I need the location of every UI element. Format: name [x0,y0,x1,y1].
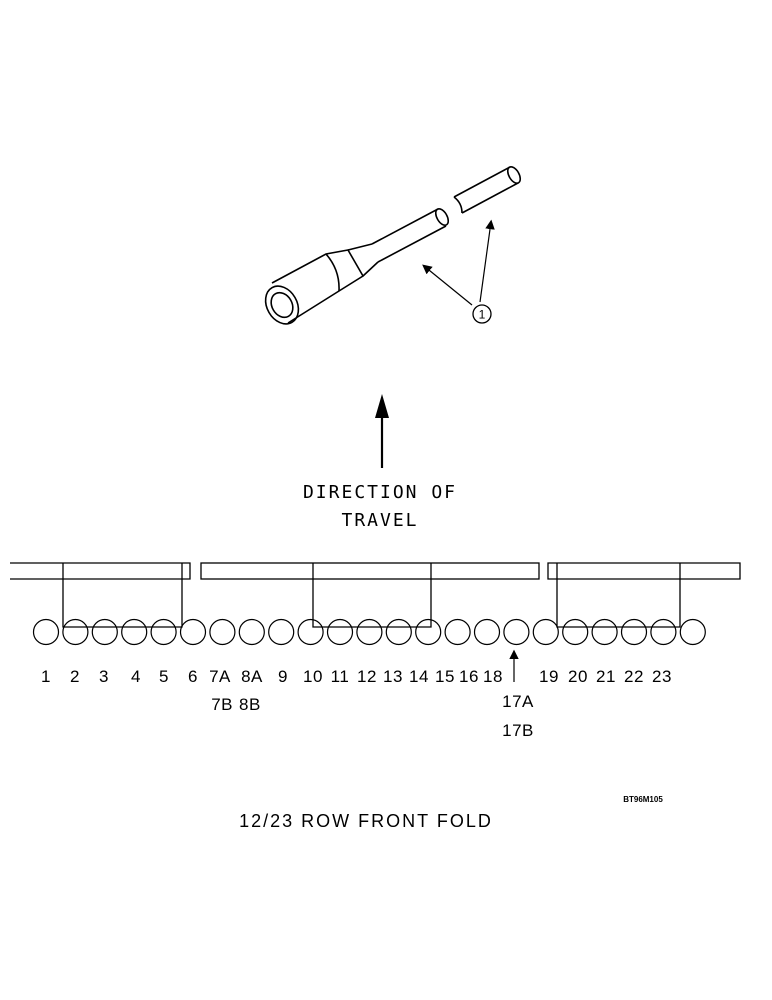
row-unit-circle [562,618,589,646]
row-label-15: 15 [435,667,455,686]
direction-label-line2: TRAVEL [341,510,418,531]
direction-label-line1: DIRECTION OF [303,482,457,503]
row-label-11: 11 [331,667,350,686]
row-label-17b: 17B [502,721,534,740]
row-label-19: 19 [539,667,559,686]
row-unit-circle [620,618,648,646]
row-label-3: 3 [99,667,109,686]
callout-number: 1 [479,308,486,322]
row-label-22: 22 [624,667,644,686]
row-label-5: 5 [159,667,169,686]
row-label-23: 23 [652,667,672,686]
row-unit-circle [121,618,148,646]
toolbar-frame [10,562,741,628]
row-unit-circle [62,618,89,646]
row-label-6: 6 [188,667,198,686]
row-label-20: 20 [568,667,588,686]
row-unit-circle [415,618,442,646]
row-unit-circle [591,618,618,646]
row-units [32,618,706,646]
direction-arrow [375,394,389,468]
row-label-8a: 8A [241,667,263,686]
row-label-7b-8b: 7B 8B [211,695,261,714]
row-label-7a: 7A [209,667,231,686]
row-unit-circle [503,618,530,646]
row-label-16: 16 [459,667,479,686]
row-unit-circle [385,618,412,646]
row-label-9: 9 [278,667,288,686]
row-label-14: 14 [409,667,429,686]
row-unit-circle [444,618,471,646]
row-unit-circle [32,618,60,646]
row-label-4: 4 [131,667,141,686]
row-unit-circle [150,618,177,646]
row-unit-circle [268,618,295,646]
row-unit-circle [209,618,236,646]
row-unit-circle [326,618,354,646]
row-label-13: 13 [383,667,403,686]
row-label-7b: 7B [211,695,233,714]
row-unit-circle [91,618,118,646]
callout-1: 1 [422,219,495,324]
seed-tube-illustration [264,166,522,325]
row-unit-circle [356,618,383,646]
row-label-17a: 17A [502,692,534,711]
row-unit-circle [179,618,207,646]
row-label-1: 1 [41,667,51,686]
row-label-8b: 8B [239,695,261,714]
row-label-18: 18 [483,667,503,686]
row-label-12: 12 [357,667,377,686]
row-unit-circle [650,618,677,646]
row-label-21: 21 [596,667,616,686]
row-unit-circle [238,618,265,646]
row-unit-circle [297,618,324,646]
row-unit-circle [532,618,559,646]
row-unit-circle [679,618,706,646]
diagram-caption: 12/23 ROW FRONT FOLD [239,811,493,831]
figure-id: BT96M105 [623,795,663,804]
row-label-2: 2 [70,667,80,686]
row-label-10: 10 [303,667,323,686]
row-unit-circle [473,618,501,646]
